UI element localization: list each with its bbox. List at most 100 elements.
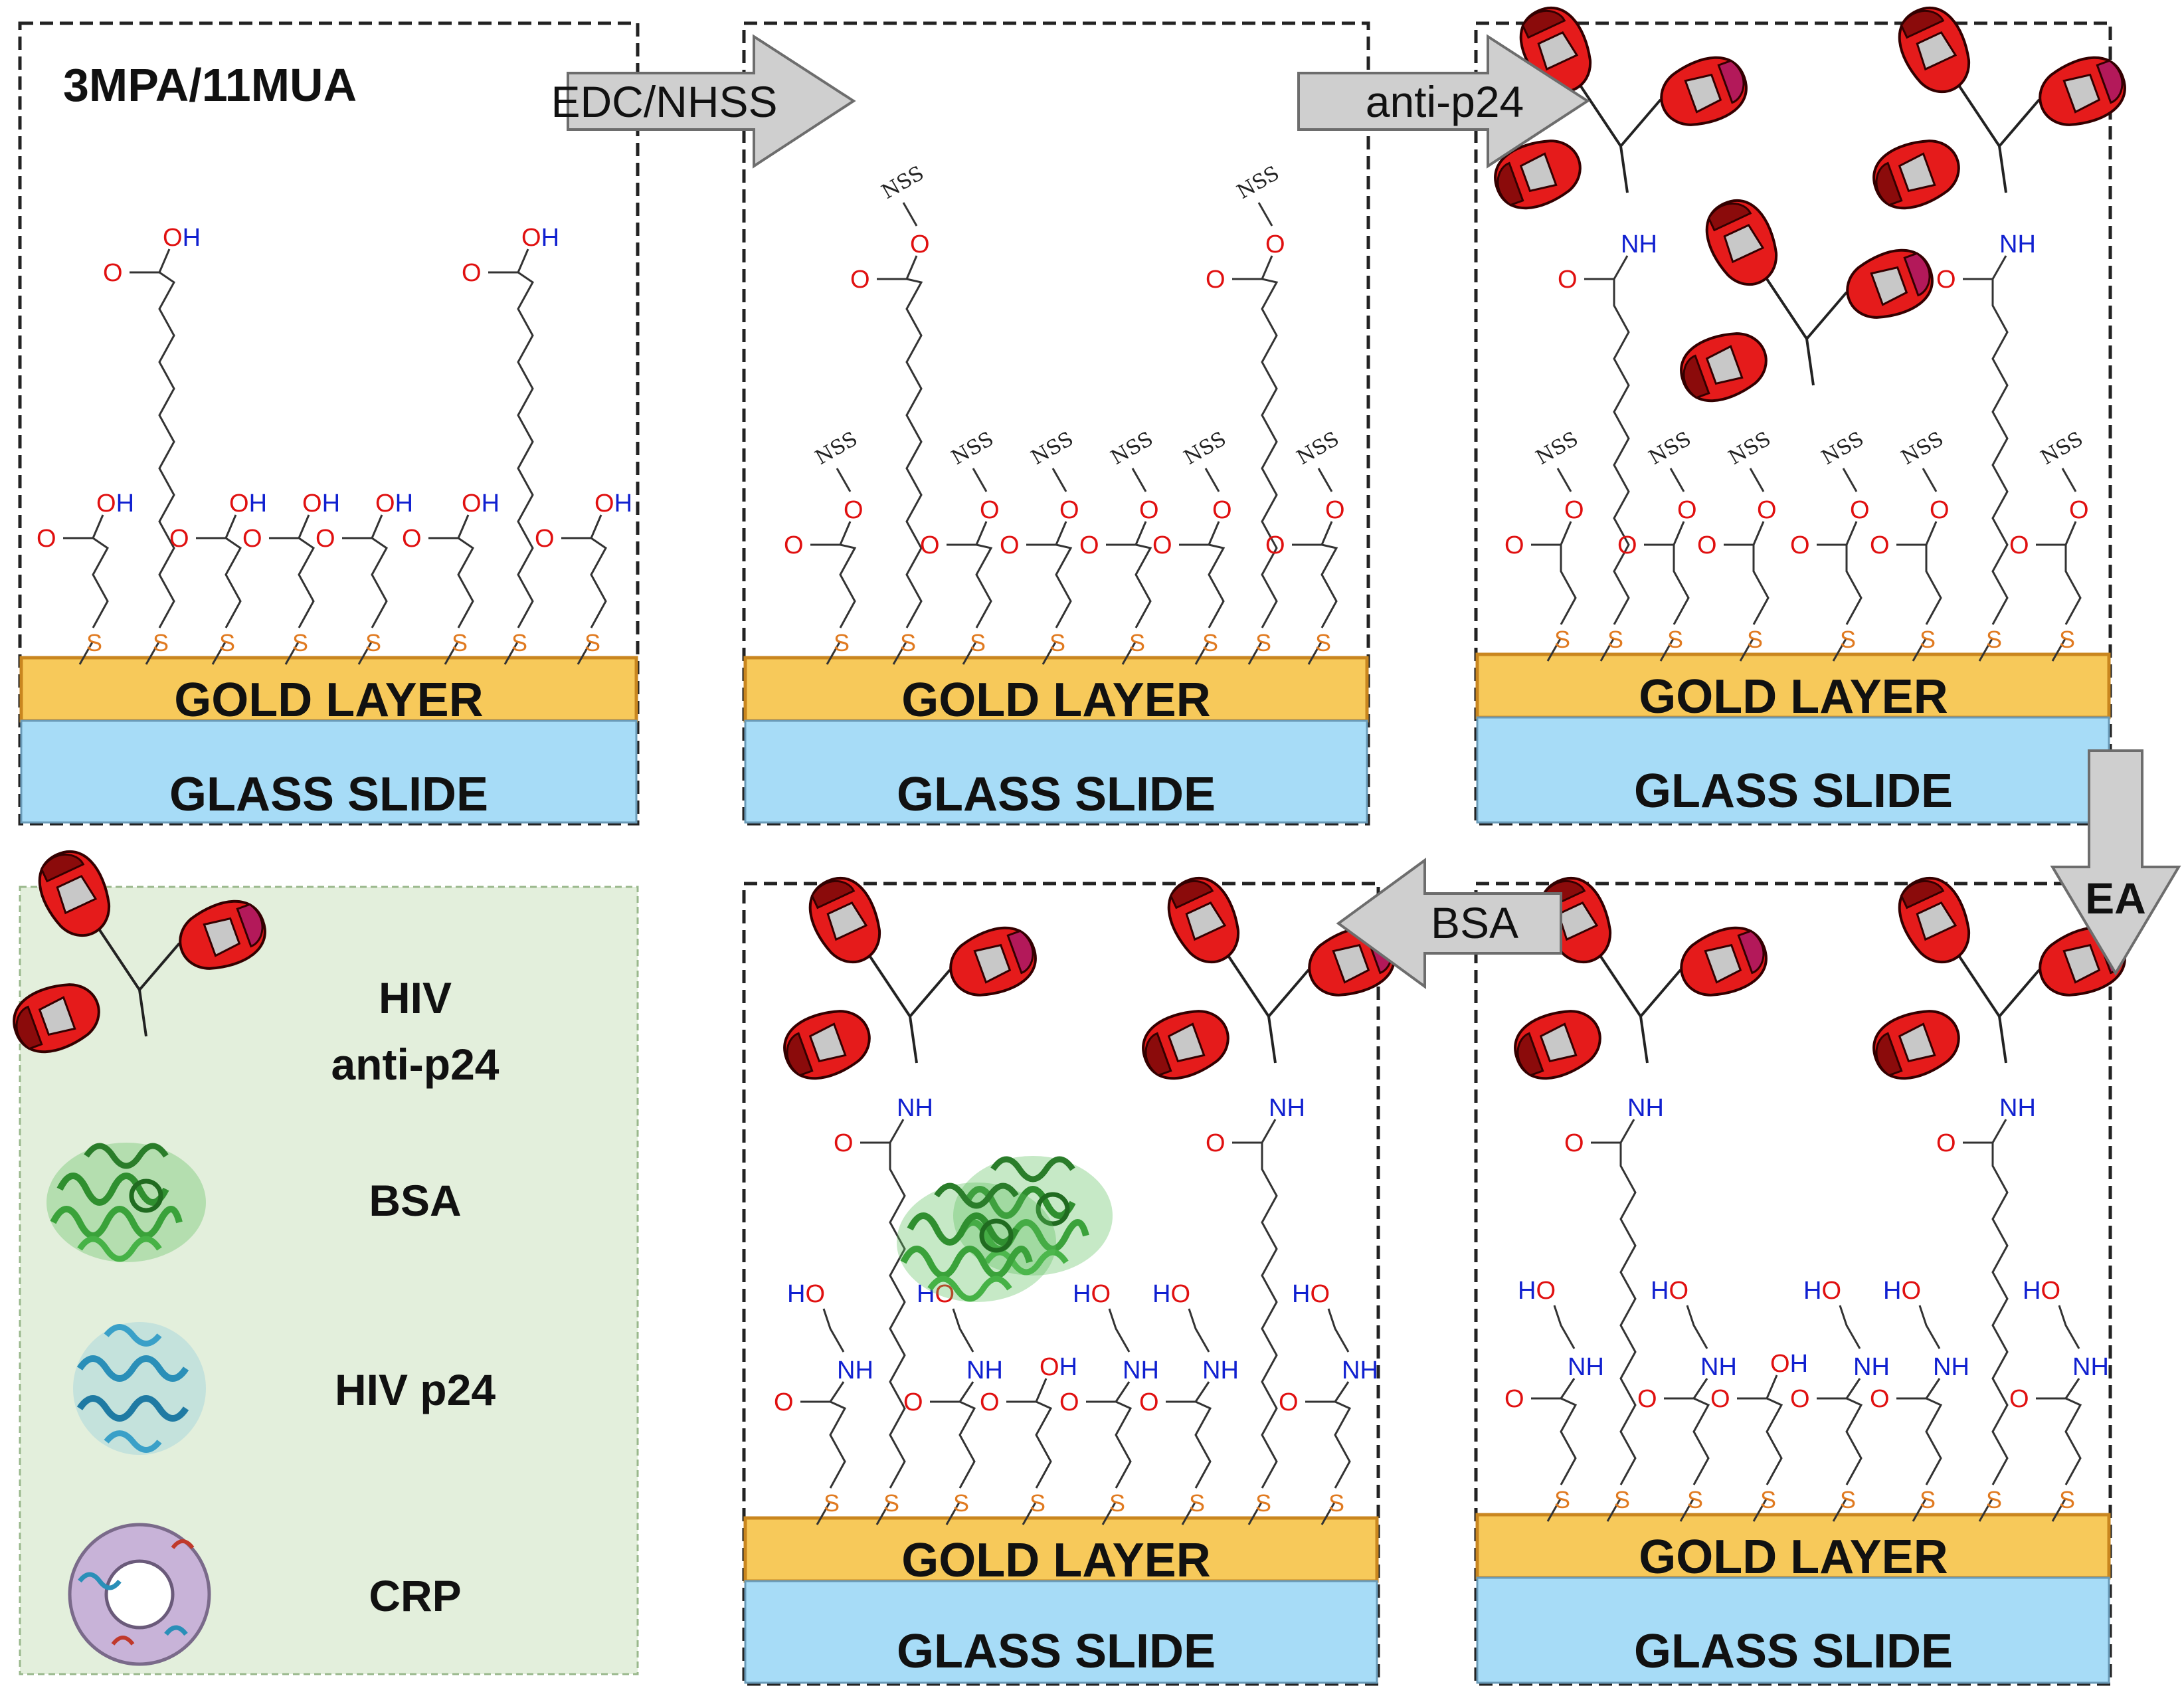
- panel-1-glass-slide: [20, 719, 638, 824]
- panel-2-activated-sam: GOLD LAYER GLASS SLIDE SOONSSSOONSSSOONS…: [742, 21, 1370, 826]
- thiol-bond: [1606, 1497, 1622, 1522]
- alkyl-chain: [1925, 545, 1942, 625]
- panel-4-molecules: SONHHOSONHSONHHOSOOHSONHHOSONHHOSONHSONH…: [1504, 1094, 2109, 1522]
- legend-item-4-label: CRP: [369, 1571, 461, 1620]
- thiol-bond: [1832, 1497, 1848, 1522]
- carbonyl-oxygen: O: [1936, 1129, 1956, 1157]
- carbonyl-oxygen: O: [316, 525, 335, 553]
- alkyl-chain: [1560, 545, 1577, 625]
- ethanol-hydroxyl: HO: [1651, 1277, 1688, 1305]
- amide-bond: [829, 1381, 845, 1402]
- sulfur-atom: S: [1328, 1489, 1344, 1517]
- ester-oxygen: O: [980, 496, 1000, 524]
- carbonyl-oxygen: O: [1564, 1129, 1584, 1157]
- panel-4-gold-label: GOLD LAYER: [1639, 1531, 1948, 1584]
- nss-bond: [1842, 468, 1858, 492]
- amide-bond: [889, 1119, 905, 1143]
- thiol-bond: [2051, 1497, 2067, 1522]
- carbonyl-oxygen: O: [834, 1129, 854, 1157]
- legend: HIV anti-p24 BSA HIV p24 CRP: [4, 840, 639, 1675]
- carbonyl-oxygen: O: [980, 1388, 1000, 1416]
- arrow-bsa-shape: [1336, 858, 1562, 989]
- thiol-bond: [1659, 637, 1675, 662]
- sulfur-atom: S: [1315, 629, 1331, 656]
- amide-nh: NH: [966, 1357, 1003, 1384]
- carbonyl-oxygen: O: [920, 531, 940, 559]
- alkyl-chain: [2064, 545, 2082, 625]
- nss-bond: [1922, 468, 1938, 492]
- panel-1-gold-layer: [19, 656, 638, 723]
- alkyl-chain: [1115, 1400, 1133, 1489]
- ester-bond: [1560, 521, 1572, 545]
- panel-5-gold-layer: [743, 1516, 1379, 1583]
- alkyl-chain: [2064, 1397, 2082, 1485]
- ester-oxygen: O: [1930, 496, 1950, 524]
- alkyl-chain: [1845, 1397, 1863, 1485]
- carbonyl-oxygen: O: [1710, 1385, 1730, 1413]
- carbonyl-oxygen: O: [535, 525, 555, 553]
- ethanol-chain: [1839, 1305, 1861, 1349]
- carbonyl-oxygen: O: [1206, 1129, 1226, 1157]
- sulfur-atom: S: [1030, 1489, 1046, 1517]
- alkyl-chain: [298, 537, 315, 628]
- alkyl-chain: [1135, 543, 1152, 628]
- amide-nh: NH: [1853, 1353, 1890, 1381]
- nss-bond: [1204, 468, 1220, 492]
- thiol-bond: [1832, 637, 1848, 662]
- ester-bond: [1752, 521, 1765, 545]
- panel-5-glass-label: GLASS SLIDE: [897, 1625, 1216, 1678]
- alkyl-chain: [457, 537, 474, 628]
- ester-bond: [1925, 521, 1938, 545]
- ester-oxygen: O: [2069, 496, 2089, 524]
- amide-nh: NH: [1202, 1357, 1239, 1384]
- carbonyl-oxygen: O: [1059, 1388, 1079, 1416]
- hydroxyl-group: OH: [375, 490, 413, 518]
- arrow-edc-nhss: EDC/NHSS: [551, 34, 856, 169]
- carbonyl-oxygen: O: [1152, 531, 1172, 559]
- arrow-ea-shape: [2050, 749, 2181, 976]
- sulfur-atom: S: [1747, 626, 1763, 653]
- alkyl-chain: [1991, 279, 2009, 625]
- panel-1-gold-label: GOLD LAYER: [174, 674, 483, 727]
- amide-bond: [958, 1381, 974, 1402]
- amide-bond: [1334, 1381, 1350, 1402]
- amide-bond: [1925, 1378, 1941, 1399]
- alkyl-chain: [829, 1400, 847, 1489]
- alkyl-chain: [590, 537, 607, 628]
- thiol-bond: [962, 640, 978, 665]
- alkyl-chain: [1613, 279, 1630, 625]
- alkyl-chain: [1673, 545, 1690, 625]
- nss-bond: [1317, 468, 1333, 492]
- nss-bond: [972, 468, 988, 492]
- carbonyl-oxygen: O: [1617, 531, 1637, 559]
- ethanol-hydroxyl: HO: [1803, 1277, 1841, 1305]
- sulfur-atom: S: [1614, 1486, 1630, 1513]
- sulfur-atom: S: [1129, 629, 1145, 656]
- amide-nh: NH: [1621, 231, 1657, 258]
- alkyl-chain: [839, 543, 857, 628]
- thiol-bond: [1247, 640, 1263, 665]
- amide-bond: [1845, 1378, 1861, 1399]
- carbonyl-oxygen: O: [103, 259, 123, 287]
- ester-oxygen: O: [1139, 496, 1159, 524]
- panel-2-gold-layer: [743, 656, 1369, 723]
- carbonyl-oxygen: O: [1000, 531, 1020, 559]
- ethanol-chain: [952, 1308, 974, 1353]
- amide-nh: NH: [837, 1357, 873, 1384]
- ester-oxygen: O: [910, 231, 930, 258]
- panel-4-ethanolamine-blocked: GOLD LAYER GLASS SLIDE SONHHOSONHSONHHOS…: [1474, 866, 2135, 1686]
- thiol-bond: [1752, 1497, 1768, 1522]
- carbonyl-oxygen: O: [903, 1388, 923, 1416]
- thiol-bond: [875, 1501, 891, 1525]
- ester-bond: [1845, 521, 1858, 545]
